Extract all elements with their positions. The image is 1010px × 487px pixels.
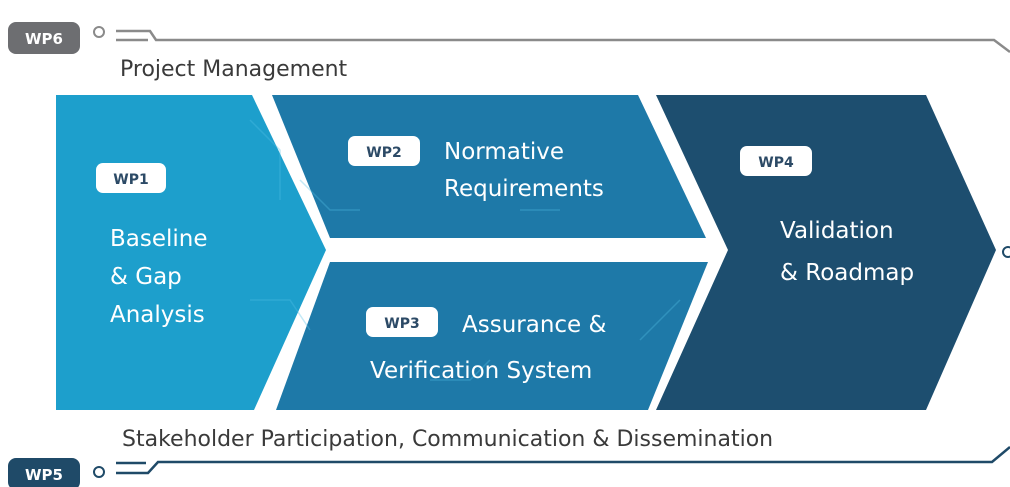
top-band-label: Project Management — [120, 57, 348, 82]
top-band: WP6 Project Management — [8, 22, 1010, 82]
wp3-arrow-shape — [276, 262, 708, 410]
wp4-title-line-1: Validation — [780, 218, 894, 244]
bottom-band: Stakeholder Participation, Communication… — [8, 427, 1010, 487]
bottom-band-label: Stakeholder Participation, Communication… — [122, 427, 773, 452]
wp2-title-line-1: Normative — [444, 139, 564, 165]
circuit-decoration — [249, 119, 681, 381]
right-connector-icon — [1002, 246, 1010, 258]
wp1-title-line-3: Analysis — [110, 302, 205, 328]
wp6-tag-bg — [8, 22, 80, 54]
wp1-chip-label: WP1 — [113, 172, 148, 188]
wp1-title-line-1: Baseline — [110, 226, 208, 252]
wp3-title-line-1: Assurance & — [462, 312, 607, 338]
wp3-chip-label: WP3 — [384, 316, 419, 332]
bottom-band-line — [116, 446, 1010, 475]
wp1-arrow-shape — [56, 95, 326, 410]
wp2-chip — [348, 136, 420, 166]
top-band-line — [116, 29, 1010, 53]
bottom-band-connector-icon — [93, 466, 105, 478]
wp4-arrow-shape — [656, 95, 996, 410]
wp5-tag-label: WP5 — [25, 466, 63, 484]
wp1-title-line-2: & Gap — [110, 264, 182, 290]
wp2-title-line-2: Requirements — [444, 176, 604, 202]
package-flow: WP1 Baseline & Gap Analysis WP2 Normativ… — [56, 95, 1010, 410]
wp4-title-line-2: & Roadmap — [780, 260, 914, 286]
wp6-tag-label: WP6 — [25, 30, 63, 48]
wp2-chip-label: WP2 — [366, 145, 401, 161]
wp4-chip — [740, 146, 812, 176]
wp2-arrow-shape — [272, 95, 706, 238]
wp3-chip — [366, 307, 438, 337]
wp4-chip-label: WP4 — [758, 155, 794, 171]
top-band-connector-icon — [93, 26, 105, 38]
wp1-chip — [96, 163, 166, 193]
wp3-title-line-2: Verification System — [370, 358, 592, 384]
wp5-tag-bg — [8, 458, 80, 487]
